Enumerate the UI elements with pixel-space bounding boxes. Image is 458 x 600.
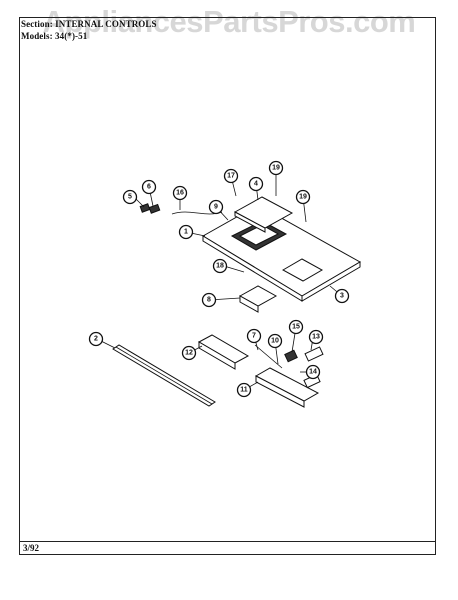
svg-text:9: 9 bbox=[214, 204, 218, 211]
callout-6: 6 bbox=[141, 179, 157, 195]
svg-text:12: 12 bbox=[185, 350, 193, 357]
footer-date: 3/92 bbox=[23, 543, 40, 553]
svg-text:4: 4 bbox=[254, 181, 258, 188]
models-label: Models: 34(*)-51 bbox=[21, 31, 88, 41]
callout-1: 1 bbox=[178, 224, 194, 240]
svg-text:14: 14 bbox=[309, 369, 317, 376]
svg-text:16: 16 bbox=[176, 190, 184, 197]
svg-text:2: 2 bbox=[94, 336, 98, 343]
svg-text:8: 8 bbox=[207, 297, 211, 304]
callout-11: 11 bbox=[236, 382, 252, 398]
bracket-13 bbox=[304, 346, 324, 362]
callout-5: 5 bbox=[122, 189, 138, 205]
callout-15: 15 bbox=[288, 319, 304, 335]
clip-15 bbox=[284, 349, 298, 363]
callout-7: 7 bbox=[246, 328, 262, 344]
svg-text:10: 10 bbox=[271, 338, 279, 345]
svg-text:3: 3 bbox=[340, 293, 344, 300]
svg-text:5: 5 bbox=[128, 194, 132, 201]
footer-divider bbox=[19, 541, 436, 542]
terminal-block bbox=[281, 258, 324, 282]
svg-text:11: 11 bbox=[240, 387, 248, 394]
svg-text:17: 17 bbox=[227, 173, 235, 180]
watermark: AppliancesPartsPros.com bbox=[42, 4, 416, 39]
callout-9: 9 bbox=[208, 199, 224, 215]
switch-6 bbox=[148, 203, 161, 214]
callout-3: 3 bbox=[334, 288, 350, 304]
section-title: Section: INTERNAL CONTROLS bbox=[21, 19, 157, 29]
svg-text:6: 6 bbox=[147, 184, 151, 191]
callout-14: 14 bbox=[305, 364, 321, 380]
callout-19b: 19 bbox=[295, 189, 311, 205]
callout-13: 13 bbox=[308, 329, 324, 345]
svg-text:19: 19 bbox=[299, 194, 307, 201]
callout-2: 2 bbox=[88, 331, 104, 347]
callout-8: 8 bbox=[201, 292, 217, 308]
svg-text:19: 19 bbox=[272, 165, 280, 172]
svg-text:13: 13 bbox=[312, 334, 320, 341]
diagram-frame bbox=[19, 17, 436, 555]
callout-12: 12 bbox=[181, 345, 197, 361]
callout-16: 16 bbox=[172, 185, 188, 201]
callout-10: 10 bbox=[267, 333, 283, 349]
svg-text:15: 15 bbox=[292, 324, 300, 331]
svg-text:18: 18 bbox=[216, 263, 224, 270]
callout-19a: 19 bbox=[268, 160, 284, 176]
svg-text:1: 1 bbox=[184, 229, 188, 236]
callout-18: 18 bbox=[212, 258, 228, 274]
callout-17: 17 bbox=[223, 168, 239, 184]
callout-4: 4 bbox=[248, 176, 264, 192]
svg-text:7: 7 bbox=[252, 333, 256, 340]
